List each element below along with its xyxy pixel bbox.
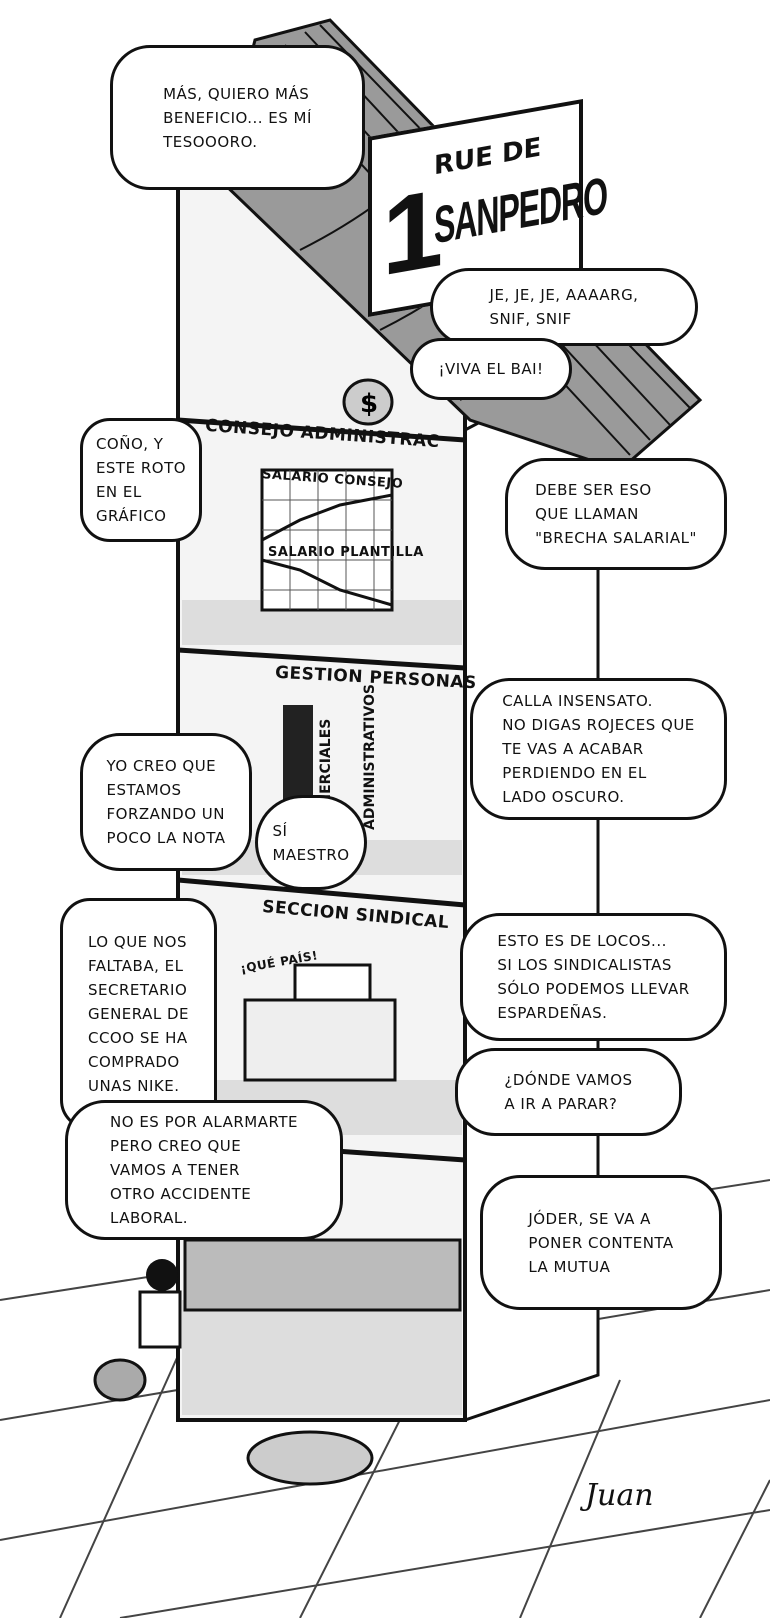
- speech-bubble: LO QUE NOS FALTABA, EL SECRETARIO GENERA…: [60, 898, 217, 1130]
- speech-bubble: COÑO, Y ESTE ROTO EN EL GRÁFICO: [80, 418, 202, 542]
- speech-bubble: NO ES POR ALARMARTE PERO CREO QUE VAMOS …: [65, 1100, 343, 1240]
- artist-signature: Juan: [585, 1478, 654, 1513]
- bubble-text: COÑO, Y ESTE ROTO EN EL GRÁFICO: [95, 435, 187, 525]
- bubble-text: ESTO ES DE LOCOS... SI LOS SINDICALISTAS…: [497, 932, 690, 1022]
- bubble-text: SÍ MAESTRO: [272, 821, 350, 864]
- svg-text:$: $: [360, 389, 378, 419]
- speech-bubble: JÓDER, SE VA A PONER CONTENTA LA MUTUA: [480, 1175, 722, 1310]
- money-bag: [342, 378, 394, 426]
- speech-bubble: JE, JE, JE, AAAARG, SNIF, SNIF: [430, 268, 698, 346]
- speech-bubble: SÍ MAESTRO: [255, 795, 367, 890]
- burglar: [93, 1259, 182, 1402]
- speech-bubble: ESTO ES DE LOCOS... SI LOS SINDICALISTAS…: [460, 913, 727, 1041]
- manhole-cover: [246, 1430, 374, 1486]
- bar-label-administrativos: ADMINISTRATIVOS: [362, 683, 378, 830]
- bubble-text: MÁS, QUIERO MÁS BENEFICIO... ES MÍ TESOO…: [163, 84, 312, 151]
- bubble-text: JÓDER, SE VA A PONER CONTENTA LA MUTUA: [528, 1209, 674, 1276]
- bubble-text: DEBE SER ESO QUE LLAMAN "BRECHA SALARIAL…: [535, 481, 697, 547]
- speech-bubble: ¡VIVA EL BAI!: [410, 338, 572, 400]
- bubble-text: JE, JE, JE, AAAARG, SNIF, SNIF: [489, 286, 639, 328]
- street-sign-line1: RUE DE: [434, 132, 542, 182]
- bubble-text: ¡VIVA EL BAI!: [438, 360, 544, 378]
- bubble-text: CALLA INSENSATO. NO DIGAS ROJECES QUE TE…: [502, 692, 695, 806]
- chart-label-bottom: SALARIO PLANTILLA: [268, 545, 424, 560]
- speech-bubble: CALLA INSENSATO. NO DIGAS ROJECES QUE TE…: [470, 678, 727, 820]
- bubble-text: YO CREO QUE ESTAMOS FORZANDO UN POCO LA …: [106, 757, 226, 847]
- speech-bubble: MÁS, QUIERO MÁS BENEFICIO... ES MÍ TESOO…: [110, 45, 365, 190]
- bubble-text: ¿DÓNDE VAMOS A IR A PARAR?: [504, 1071, 633, 1113]
- bubble-text: LO QUE NOS FALTABA, EL SECRETARIO GENERA…: [87, 933, 190, 1095]
- speech-bubble: DEBE SER ESO QUE LLAMAN "BRECHA SALARIAL…: [505, 458, 727, 570]
- chart-board: [260, 468, 394, 612]
- speech-bubble: YO CREO QUE ESTAMOS FORZANDO UN POCO LA …: [80, 733, 252, 871]
- speech-bubble: ¿DÓNDE VAMOS A IR A PARAR?: [455, 1048, 682, 1136]
- bubble-text: NO ES POR ALARMARTE PERO CREO QUE VAMOS …: [110, 1113, 298, 1227]
